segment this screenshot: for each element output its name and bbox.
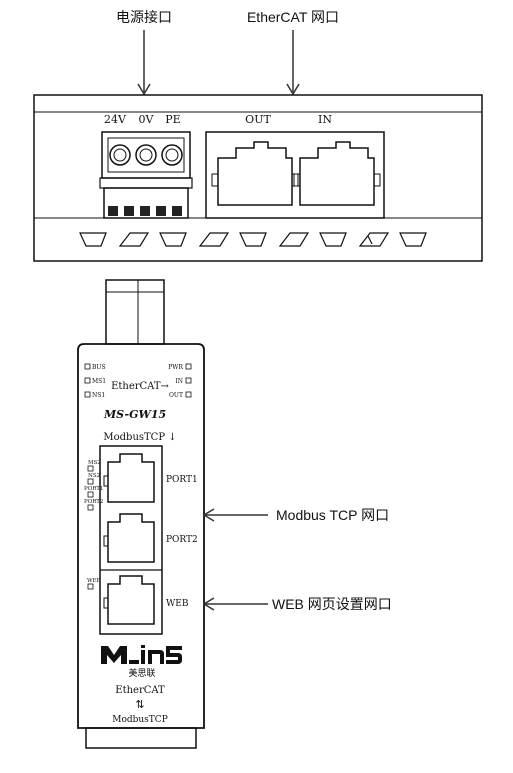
rj45-out-port — [211, 141, 299, 206]
model-number: MS-GW15 — [103, 408, 166, 421]
led-in — [185, 377, 192, 384]
terminal-label-0v: 0V — [139, 113, 155, 126]
footer-ethercat: EtherCAT — [115, 685, 165, 696]
port2-label: PORT2 — [166, 535, 198, 545]
modbus-tcp-header: ModbusTCP ↓ — [103, 432, 176, 443]
logo-chinese-name: 美思联 — [128, 667, 155, 679]
modbus-port-arrowhead — [202, 508, 215, 522]
rj45-port1 — [103, 453, 155, 503]
led-in-label: IN — [175, 378, 183, 385]
front-view: BUS MS1 NS1 PWR IN OUT EtherCAT→ MS-GW15… — [77, 279, 205, 749]
web-port-callout-label: WEB 网页设置网口 — [272, 596, 392, 612]
ethercat-in-label: IN — [318, 113, 332, 126]
din-rail-clip — [85, 727, 197, 749]
rj45-in-port — [293, 141, 381, 206]
led-port2 — [87, 504, 94, 511]
led-port1-label: PORT1 — [84, 486, 103, 492]
footer-arrow: ⇅ — [135, 698, 144, 711]
vent-slots — [79, 232, 427, 247]
led-ns2 — [87, 478, 94, 485]
led-web-label: WEB — [87, 578, 101, 584]
power-terminal-block — [99, 131, 193, 219]
led-web — [87, 583, 94, 590]
rj45-port2 — [103, 513, 155, 563]
led-port2-label: PORT2 — [84, 499, 103, 505]
terminal-label-pe: PE — [165, 113, 180, 126]
minb-logo — [101, 645, 182, 664]
ethercat-rj45-block — [205, 131, 385, 219]
terminal-screw-1 — [109, 144, 131, 166]
web-port-label: WEB — [166, 599, 189, 609]
led-ms2 — [87, 465, 94, 472]
power-port-label: 电源接口 — [116, 9, 172, 25]
led-ns2-label: NS2 — [88, 473, 100, 479]
led-port1 — [87, 491, 94, 498]
footer-modbustcp: ModbusTCP — [112, 715, 168, 725]
front-terminal-protrusion — [105, 279, 165, 345]
modbus-port-group — [99, 445, 163, 635]
led-pwr-label: PWR — [168, 364, 183, 371]
web-port-arrowhead — [202, 597, 215, 611]
ethercat-port-label: EtherCAT 网口 — [247, 9, 339, 25]
power-port-arrowhead — [137, 83, 151, 96]
top-view-housing — [33, 94, 483, 262]
led-ns1 — [84, 391, 91, 398]
front-housing — [77, 343, 205, 729]
led-ms1 — [84, 377, 91, 384]
ethercat-direction-label: EtherCAT→ — [111, 381, 169, 392]
terminal-label-24v: 24V — [104, 113, 127, 126]
led-out — [185, 391, 192, 398]
led-ms2-label: MS2 — [88, 460, 101, 466]
led-ns1-label: NS1 — [92, 392, 105, 399]
led-ms1-label: MS1 — [92, 378, 106, 385]
port1-label: PORT1 — [166, 475, 198, 485]
led-bus — [84, 363, 91, 370]
modbus-port-label: Modbus TCP 网口 — [276, 507, 389, 523]
ethercat-out-label: OUT — [245, 113, 271, 126]
rj45-web-port — [103, 575, 155, 625]
led-out-label: OUT — [169, 392, 183, 399]
terminal-screw-2 — [135, 144, 157, 166]
terminal-screw-3 — [161, 144, 183, 166]
ethercat-port-arrowhead — [286, 83, 300, 96]
led-bus-label: BUS — [92, 364, 106, 371]
top-view: 24V 0V PE OUT IN — [33, 94, 483, 262]
led-pwr — [185, 363, 192, 370]
